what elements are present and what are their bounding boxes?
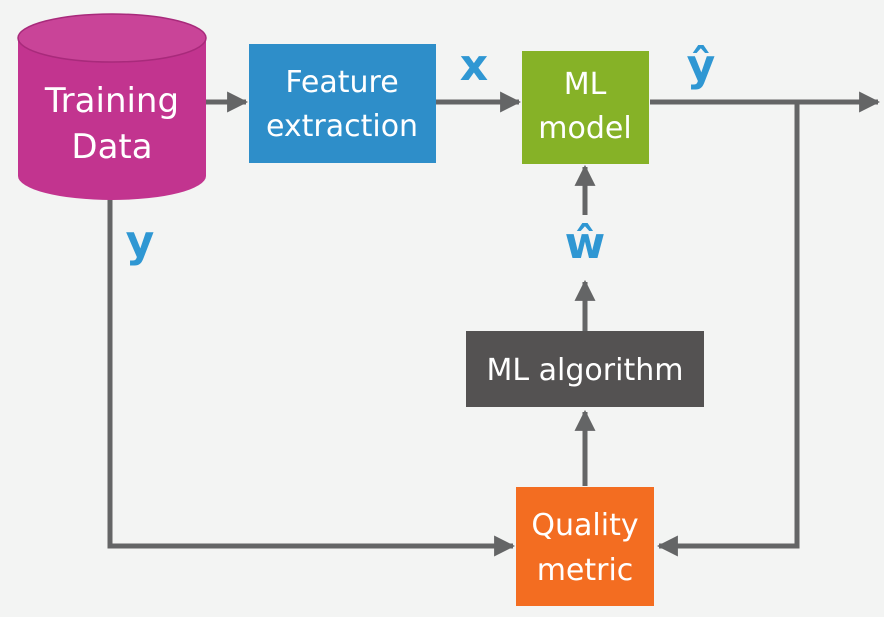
ml-model-label-line2: model xyxy=(538,111,631,146)
ml-model-node: ML model xyxy=(522,51,649,164)
feature-extraction-label-line2: extraction xyxy=(266,109,418,144)
training-data-label-line1: Training xyxy=(44,81,179,121)
variable-w-hat-label: ŵ xyxy=(565,218,606,269)
connectors xyxy=(107,91,881,557)
ml-algorithm-label: ML algorithm xyxy=(487,353,684,388)
quality-metric-node: Quality metric xyxy=(516,487,654,606)
variable-x-label: x xyxy=(460,40,488,91)
ml-model-box xyxy=(522,51,649,164)
training-data-cylinder-rim xyxy=(17,13,207,63)
variable-y-hat-label: ŷ xyxy=(687,40,716,91)
quality-metric-label-line2: metric xyxy=(537,553,634,588)
quality-metric-label-line1: Quality xyxy=(531,508,638,543)
training-data-cylinder-body xyxy=(18,38,206,200)
feature-extraction-node: Feature extraction xyxy=(249,44,436,163)
feature-extraction-box xyxy=(249,44,436,163)
training-data-label-line2: Data xyxy=(71,127,152,167)
feature-extraction-label-line1: Feature xyxy=(285,65,398,100)
variable-y-label: y xyxy=(126,216,155,267)
arrow-yhat-to-quality xyxy=(656,102,800,557)
ml-algorithm-box xyxy=(466,331,704,407)
quality-metric-box xyxy=(516,487,654,606)
ml-algorithm-node: ML algorithm xyxy=(466,331,704,407)
training-data-cylinder-top xyxy=(18,14,206,62)
training-data-node: Training Data xyxy=(17,13,207,200)
arrow-y-to-quality xyxy=(107,198,516,557)
ml-model-label-line1: ML xyxy=(564,67,607,102)
